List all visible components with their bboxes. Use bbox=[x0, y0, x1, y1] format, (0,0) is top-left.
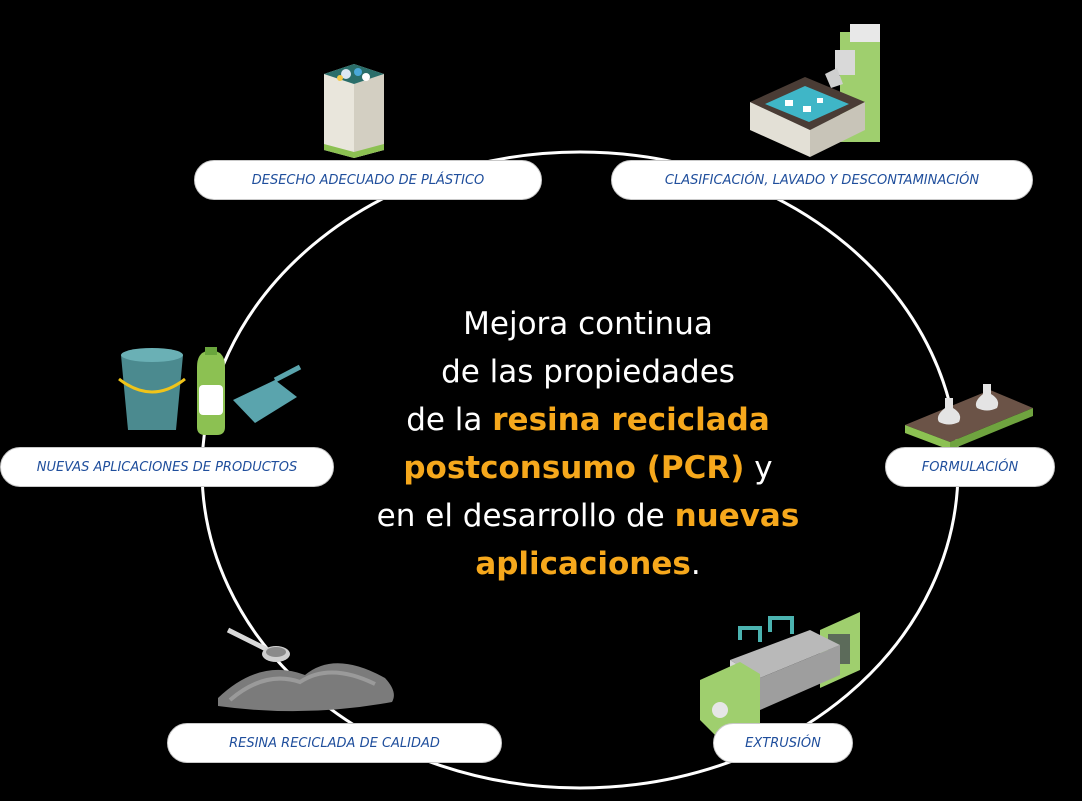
center-highlight-nuevas: nuevas bbox=[674, 498, 800, 534]
recycling-bin-icon bbox=[324, 64, 384, 158]
center-line-4-text: y bbox=[744, 450, 773, 486]
bucket-bottle-dustpan-icon bbox=[118, 347, 302, 435]
stage-label-resina: RESINA RECICLADA DE CALIDAD bbox=[167, 723, 502, 763]
stage-label-clasificacion: CLASIFICACIÓN, LAVADO Y DESCONTAMINACIÓN bbox=[611, 160, 1033, 200]
center-line-5-text: en el desarrollo de bbox=[376, 498, 675, 534]
center-line-5: en el desarrollo de nuevas bbox=[338, 492, 838, 540]
washing-machine-icon bbox=[750, 24, 880, 157]
extruder-machine-icon bbox=[700, 612, 860, 740]
stage-label-formulacion: FORMULACIÓN bbox=[885, 447, 1055, 487]
center-line-4: postconsumo (PCR) y bbox=[338, 444, 838, 492]
conveyor-flasks-icon bbox=[905, 384, 1033, 450]
center-statement: Mejora continua de las propiedades de la… bbox=[338, 300, 838, 588]
center-line-3: de la resina reciclada bbox=[338, 396, 838, 444]
stage-label-nuevas: NUEVAS APLICACIONES DE PRODUCTOS bbox=[0, 447, 334, 487]
stage-label-extrusion: EXTRUSIÓN bbox=[713, 723, 853, 763]
center-highlight-pcr: postconsumo (PCR) bbox=[403, 450, 745, 486]
center-line-1: Mejora continua bbox=[463, 306, 713, 342]
center-highlight-resina: resina reciclada bbox=[492, 402, 770, 438]
center-line-2: de las propiedades bbox=[441, 354, 735, 390]
center-line-6-text: . bbox=[690, 546, 701, 582]
resin-pile-scoop-icon bbox=[218, 627, 394, 712]
stage-label-desecho: DESECHO ADECUADO DE PLÁSTICO bbox=[194, 160, 542, 200]
center-highlight-aplicaciones: aplicaciones bbox=[475, 546, 691, 582]
center-line-6: aplicaciones. bbox=[338, 540, 838, 588]
center-line-3-text: de la bbox=[406, 402, 493, 438]
